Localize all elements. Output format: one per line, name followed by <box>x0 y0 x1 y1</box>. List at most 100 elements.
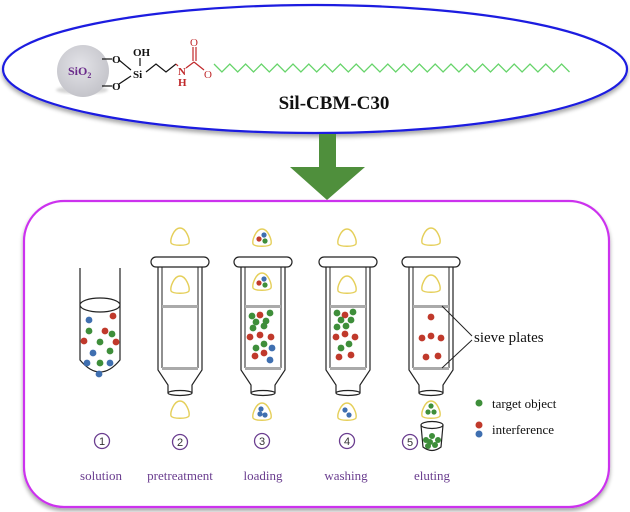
target-particle <box>262 238 268 244</box>
target-particle <box>337 316 345 324</box>
interference-particle <box>335 353 343 361</box>
step-number-text: 3 <box>259 436 265 448</box>
sieve-plate-bottom <box>162 367 198 370</box>
step-number-text: 5 <box>407 437 413 449</box>
target-particle <box>249 324 257 332</box>
legend-interference-blue-swatch <box>475 430 483 438</box>
sorbent-particle <box>421 400 441 419</box>
interference-particle <box>266 356 274 364</box>
spe-columns <box>150 227 461 449</box>
target-particle <box>429 433 435 439</box>
interference-particle <box>95 370 103 378</box>
target-particle <box>266 309 274 317</box>
step-label-pretreatment: pretreatment <box>147 468 213 483</box>
step-label-washing: washing <box>324 468 368 483</box>
legend-interference-label: interference <box>492 422 554 437</box>
interference-particle <box>106 359 114 367</box>
interference-particle <box>261 232 267 238</box>
molecule-ellipse <box>1 3 629 135</box>
process-panel <box>22 199 611 509</box>
interference-particle <box>89 349 97 357</box>
legend: target object interference <box>475 396 557 438</box>
target-particle <box>431 409 437 415</box>
silica-label: SiO2 <box>68 64 91 80</box>
target-particle <box>333 323 341 331</box>
target-particle <box>337 344 345 352</box>
sorbent-particle <box>337 402 357 421</box>
interference-particle <box>80 337 88 345</box>
alkyl-chain-c30 <box>213 63 570 73</box>
atom-o-lower: O <box>112 81 121 93</box>
interference-particle <box>332 333 340 341</box>
interference-particle <box>267 333 275 341</box>
target-particle <box>108 330 116 338</box>
target-particle <box>333 309 341 317</box>
interference-particle <box>256 280 262 286</box>
target-particle <box>347 316 355 324</box>
sorbent-particle <box>252 228 272 247</box>
step-number-1: 1 <box>93 432 111 450</box>
molecule-name: Sil-CBM-C30 <box>279 93 390 114</box>
interference-particle <box>262 412 268 418</box>
interference-particle <box>342 407 348 413</box>
interference-particle <box>260 349 268 357</box>
atom-o-upper: O <box>112 54 121 66</box>
atom-h: H <box>178 77 187 89</box>
target-particle <box>349 308 357 316</box>
legend-target-label: target object <box>492 396 557 411</box>
interference-particle <box>434 352 442 360</box>
legend-interference-red-swatch <box>475 421 483 429</box>
target-particle <box>432 442 438 448</box>
target-particle <box>427 439 433 445</box>
atom-si: Si <box>133 69 142 81</box>
sieve-plate-bottom <box>245 367 281 370</box>
step-number-2: 2 <box>171 433 189 451</box>
sorbent-particle <box>421 274 441 293</box>
interference-particle <box>422 353 430 361</box>
step-numbers: 1 2 3 4 5 <box>93 432 419 451</box>
interference-particle <box>246 333 254 341</box>
step-number-4: 4 <box>338 432 356 450</box>
interference-particle <box>256 331 264 339</box>
sorbent-particle <box>170 400 190 419</box>
target-particle <box>428 403 434 409</box>
solution-particles <box>80 312 120 378</box>
interference-particle <box>268 344 276 352</box>
sieve-plate-top <box>245 305 281 308</box>
interference-particle <box>347 351 355 359</box>
interference-particle <box>261 276 267 282</box>
interference-particle <box>256 236 262 242</box>
step-number-3: 3 <box>253 432 271 450</box>
interference-particle <box>418 334 426 342</box>
interference-particle <box>251 352 259 360</box>
target-particle <box>345 340 353 348</box>
target-particle <box>260 340 268 348</box>
interference-particle <box>427 313 435 321</box>
interference-particle <box>112 338 120 346</box>
sorbent-particle <box>421 227 441 246</box>
sieve-plate-pointers <box>441 305 473 369</box>
target-particle <box>425 409 431 415</box>
sieve-plate-bottom <box>330 367 366 370</box>
spe-cartridge <box>150 256 210 397</box>
target-particle <box>252 318 260 326</box>
sieve-plate-top <box>413 305 449 308</box>
atom-n: N <box>178 66 186 78</box>
atom-oh: OH <box>133 47 151 59</box>
down-arrow-icon <box>290 134 365 200</box>
interference-particle <box>427 332 435 340</box>
carbamate-bonds <box>175 47 205 71</box>
sieve-plate-top <box>330 305 366 308</box>
sieve-plate-top <box>162 305 198 308</box>
interference-particle <box>256 311 264 319</box>
target-particle <box>248 312 256 320</box>
molecule-panel: SiO2 O O Si OH N H O O Sil-CBM-C30 <box>1 3 629 135</box>
atom-o-carbonyl: O <box>190 37 198 49</box>
interference-particle <box>437 334 445 342</box>
target-particle <box>96 359 104 367</box>
target-particle <box>252 344 260 352</box>
interference-particle <box>346 412 352 418</box>
target-particle <box>262 282 268 288</box>
